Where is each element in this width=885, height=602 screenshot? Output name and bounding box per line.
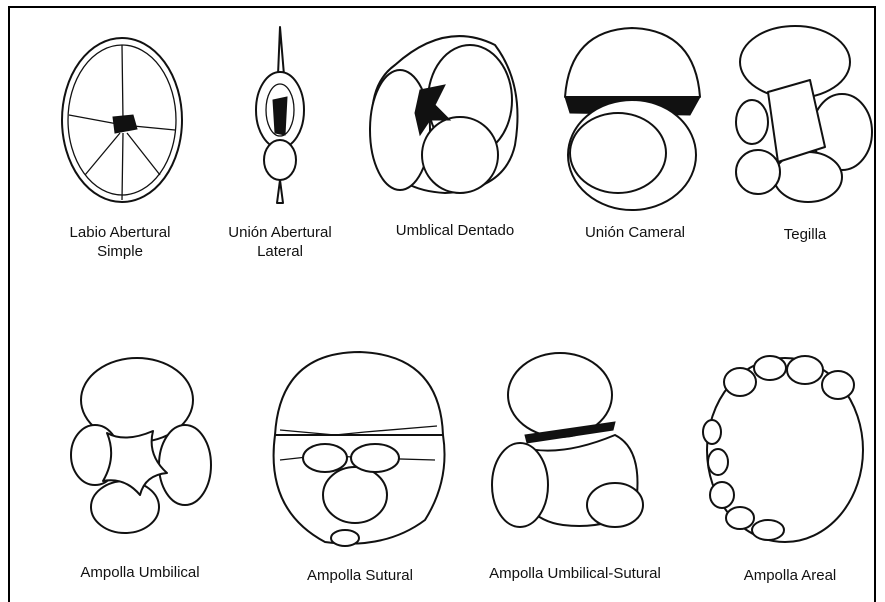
caption-ampolla-umbilical-sutural: Ampolla Umbilical-Sutural: [465, 564, 685, 583]
illustration-tegilla: [730, 22, 875, 207]
caption-ampolla-sutural: Ampolla Sutural: [275, 566, 445, 585]
ampolla-umbilical-drawing: [65, 355, 215, 535]
ampolla-sutural-drawing: [265, 350, 450, 550]
illustration-labio-abertural-simple: [55, 25, 190, 205]
caption-umblical: Umblical Dentado: [370, 221, 540, 240]
illustration-ampolla-umbilical-sutural: [485, 350, 660, 535]
ampolla-areal-drawing: [700, 350, 870, 545]
illustration-umblical-dentado: [365, 25, 525, 195]
caption-union-cameral: Unión Cameral: [555, 223, 715, 242]
illustration-union-cameral: [560, 25, 705, 215]
labio-abertural-drawing: [55, 25, 190, 205]
caption-tegilla: Tegilla: [735, 225, 875, 244]
illustration-union-abertural-lateral: [245, 25, 315, 205]
tegilla-drawing: [730, 22, 875, 207]
caption-union-abertural: Unión Abertural Lateral: [205, 223, 355, 261]
union-abertural-drawing: [245, 25, 315, 205]
caption-ampolla-areal: Ampolla Areal: [715, 566, 865, 585]
union-cameral-drawing: [560, 25, 705, 215]
ampolla-umbilical-sutural-drawing: [485, 350, 660, 535]
caption-labio: Labio Abertural Simple: [40, 223, 200, 261]
illustration-ampolla-areal: [700, 350, 870, 545]
illustration-ampolla-umbilical: [65, 355, 215, 535]
caption-ampolla-umbilical: Ampolla Umbilical: [55, 563, 225, 582]
umblical-dentado-drawing: [365, 25, 525, 195]
illustration-ampolla-sutural: [265, 350, 450, 550]
